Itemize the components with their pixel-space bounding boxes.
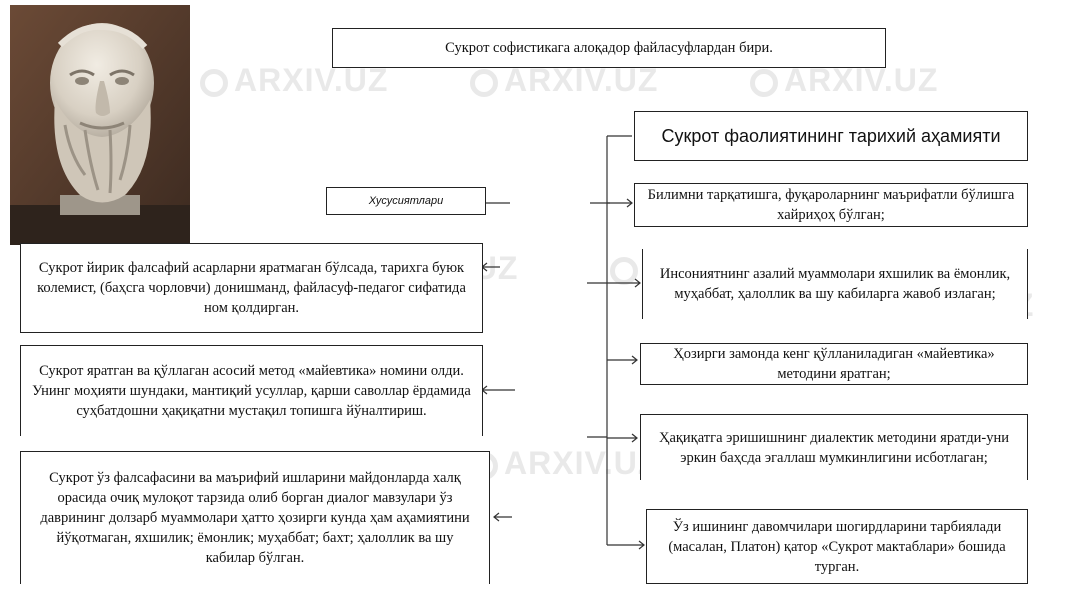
top-description-text: Сукрот софистикага алоқадор файласуфлард… <box>445 40 773 56</box>
right-box-5-text: Ўз ишининг давомчилари шогирдларини тарб… <box>668 518 1006 575</box>
left-box-3: Сукрот ўз фалсафасини ва маърифий ишлари… <box>20 451 490 584</box>
top-description-box: Сукрот софистикага алоқадор файласуфлард… <box>332 28 886 68</box>
left-box-3-text: Сукрот ўз фалсафасини ва маърифий ишлари… <box>40 470 470 566</box>
right-box-2: Инсониятнинг азалий муаммолари яхшилик в… <box>642 249 1028 319</box>
socrates-bust-image <box>10 5 190 245</box>
left-box-2: Сукрот яратган ва қўллаган асосий метод … <box>20 345 483 436</box>
right-box-4-text: Ҳақиқатга эришишнинг диалектик методини … <box>658 429 1010 466</box>
title-text: Сукрот фаолиятининг тарихий аҳамияти <box>661 125 1001 146</box>
left-box-1-text: Сукрот йирик фалсафий асарларни яратмага… <box>37 260 466 316</box>
right-box-2-text: Инсониятнинг азалий муаммолари яхшилик в… <box>659 266 1011 302</box>
features-label-box: Хусусиятлари <box>326 187 486 215</box>
right-box-4: Ҳақиқатга эришишнинг диалектик методини … <box>640 414 1028 480</box>
right-box-1-text: Билимни тарқатишга, фуқароларнинг маъриф… <box>647 187 1015 223</box>
right-box-5: Ўз ишининг давомчилари шогирдларини тарб… <box>646 509 1028 584</box>
title-box: Сукрот фаолиятининг тарихий аҳамияти <box>634 111 1028 161</box>
right-box-1: Билимни тарқатишга, фуқароларнинг маъриф… <box>634 183 1028 227</box>
right-box-3: Ҳозирги замонда кенг қўлланиладиган «май… <box>640 343 1028 385</box>
features-label-text: Хусусиятлари <box>368 195 444 207</box>
left-box-2-text: Сукрот яратган ва қўллаган асосий метод … <box>32 363 471 419</box>
left-box-1: Сукрот йирик фалсафий асарларни яратмага… <box>20 243 483 333</box>
right-box-3-text: Ҳозирги замонда кенг қўлланиладиган «май… <box>673 346 995 382</box>
